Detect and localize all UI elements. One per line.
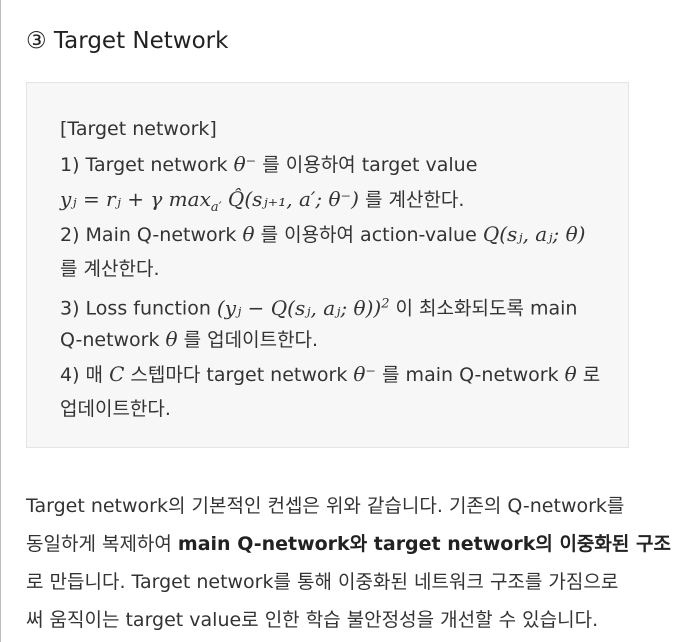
math-superscript: 2 — [381, 296, 390, 311]
paragraph-emphasis: main Q-network와 target network의 이중화된 구조 — [177, 533, 671, 555]
box-text: 업데이트한다. — [60, 398, 171, 420]
box-line: [Target network] — [60, 114, 600, 149]
paragraph-line: 동일하게 복제하여 main Q-network와 target network… — [26, 527, 671, 565]
math-part: yⱼ = rⱼ + γ max — [60, 187, 211, 211]
algorithm-box: [Target network] 1) Target network θ⁻ 를 … — [26, 82, 629, 448]
math-expression: θ — [564, 362, 577, 386]
math-expression: yⱼ = rⱼ + γ maxa′ Q̂(sⱼ₊₁, a′; θ⁻) — [60, 187, 359, 215]
math-expression: Q(sⱼ, aⱼ; θ) — [482, 222, 586, 246]
math-expression: θ — [165, 327, 178, 351]
box-line: 를 계산한다. — [60, 254, 600, 289]
section-heading: ③ Target Network — [26, 28, 229, 54]
box-text: 2) Main Q-network — [60, 224, 243, 246]
box-title: [Target network] — [60, 118, 217, 140]
box-line: 업데이트한다. — [60, 394, 600, 429]
box-text: 를 계산한다. — [358, 189, 465, 211]
box-text: 이 최소화되도록 main — [389, 297, 578, 320]
box-text: 를 이용하여 target value — [256, 154, 478, 176]
paragraph-line: 써 움직이는 target value로 인한 학습 불안정성을 개선할 수 있… — [26, 609, 599, 631]
body-paragraph: Target network의 기본적인 컨셉은 위와 같습니다. 기존의 Q-… — [26, 489, 671, 641]
left-border-rule — [0, 0, 1, 642]
box-line: 1) Target network θ⁻ 를 이용하여 target value — [60, 149, 600, 184]
box-text: 로 — [576, 364, 601, 386]
box-line: 4) 매 C 스텝마다 target network θ⁻ 를 main Q-n… — [60, 359, 600, 394]
box-text: 를 업데이트한다. — [177, 329, 319, 351]
box-text: Q-network — [60, 329, 166, 351]
box-line: Q-network θ 를 업데이트한다. — [60, 324, 600, 359]
math-expression: θ⁻ — [233, 152, 257, 176]
box-text: 를 이용하여 action-value — [254, 224, 483, 246]
box-text: 3) Loss function — [60, 297, 217, 320]
math-subscript: a′ — [210, 200, 222, 215]
box-text: 스텝마다 target network — [124, 364, 354, 386]
box-text: 를 계산한다. — [60, 258, 160, 280]
math-part: (yⱼ − Q(sⱼ, aⱼ; θ)) — [216, 295, 382, 320]
math-expression: C — [109, 362, 125, 386]
box-text: 1) Target network — [60, 154, 234, 176]
box-line: 2) Main Q-network θ 를 이용하여 action-value … — [60, 219, 600, 254]
paragraph-text: 동일하게 복제하여 — [26, 533, 178, 555]
paragraph-line: Target network의 기본적인 컨셉은 위와 같습니다. 기존의 Q-… — [26, 495, 625, 517]
box-line: 3) Loss function (yⱼ − Q(sⱼ, aⱼ; θ))2 이 … — [60, 289, 600, 324]
math-expression: (yⱼ − Q(sⱼ, aⱼ; θ))2 — [217, 296, 390, 320]
box-text: 4) 매 — [60, 364, 110, 386]
box-text: 를 main Q-network — [376, 364, 565, 386]
math-expression: θ — [242, 222, 255, 246]
box-line: yⱼ = rⱼ + γ maxa′ Q̂(sⱼ₊₁, a′; θ⁻) 를 계산한… — [60, 184, 600, 219]
math-part: Q̂(sⱼ₊₁, a′; θ⁻) — [221, 187, 359, 211]
math-expression: θ⁻ — [353, 362, 376, 386]
algorithm-box-body: [Target network] 1) Target network θ⁻ 를 … — [60, 114, 600, 429]
paragraph-line: 로 만듭니다. Target network를 통해 이중화된 네트워크 구조를… — [26, 571, 619, 593]
